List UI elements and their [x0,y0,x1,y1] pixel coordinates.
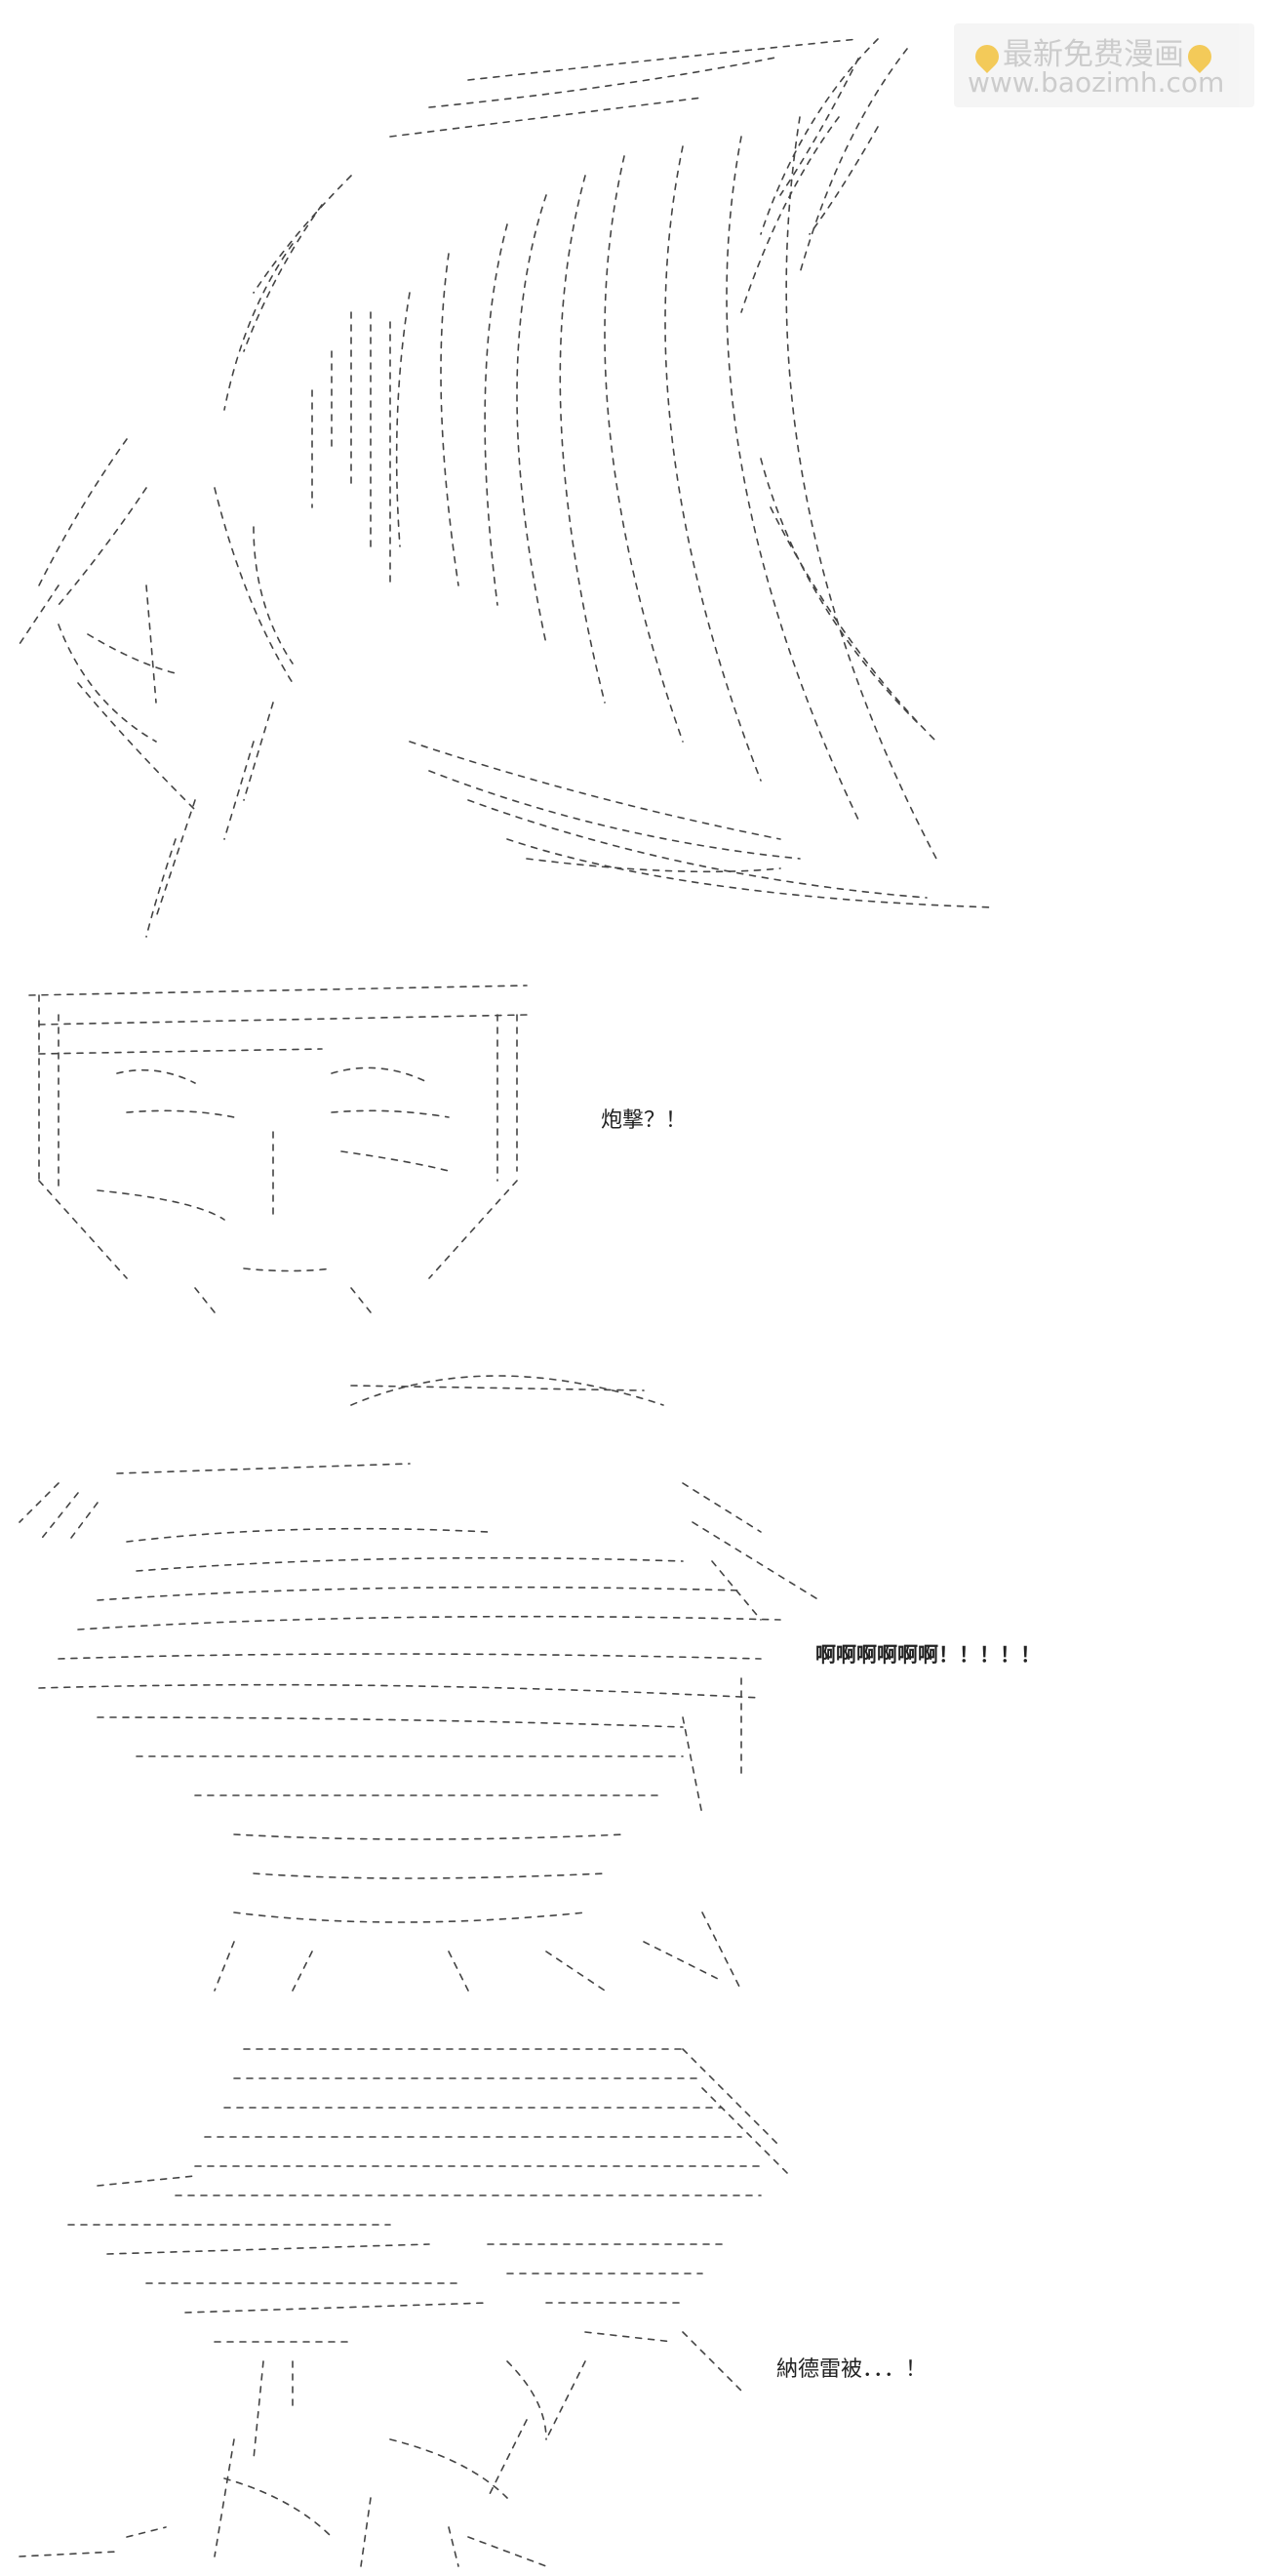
dialogue-panel-4: 納德雷被．．．！ [776,2357,928,2382]
panel-1-art [19,38,996,938]
dialogue-panel-3: 啊啊啊啊啊啊！！！！！ [815,1643,1041,1667]
watermark-title-row: 最新免费漫画 [971,29,1216,73]
watermark: 最新免费漫画 www.baozimh.com [954,23,1254,107]
dialogue-panel-2: 炮撃？！ [601,1108,688,1133]
panel-4-art [19,2048,791,2567]
panel-3-art [19,1375,820,1992]
watermark-url: www.baozimh.com [968,66,1225,99]
watermark-title: 最新免费漫画 [1003,37,1184,72]
panel-2-art [28,985,528,1313]
